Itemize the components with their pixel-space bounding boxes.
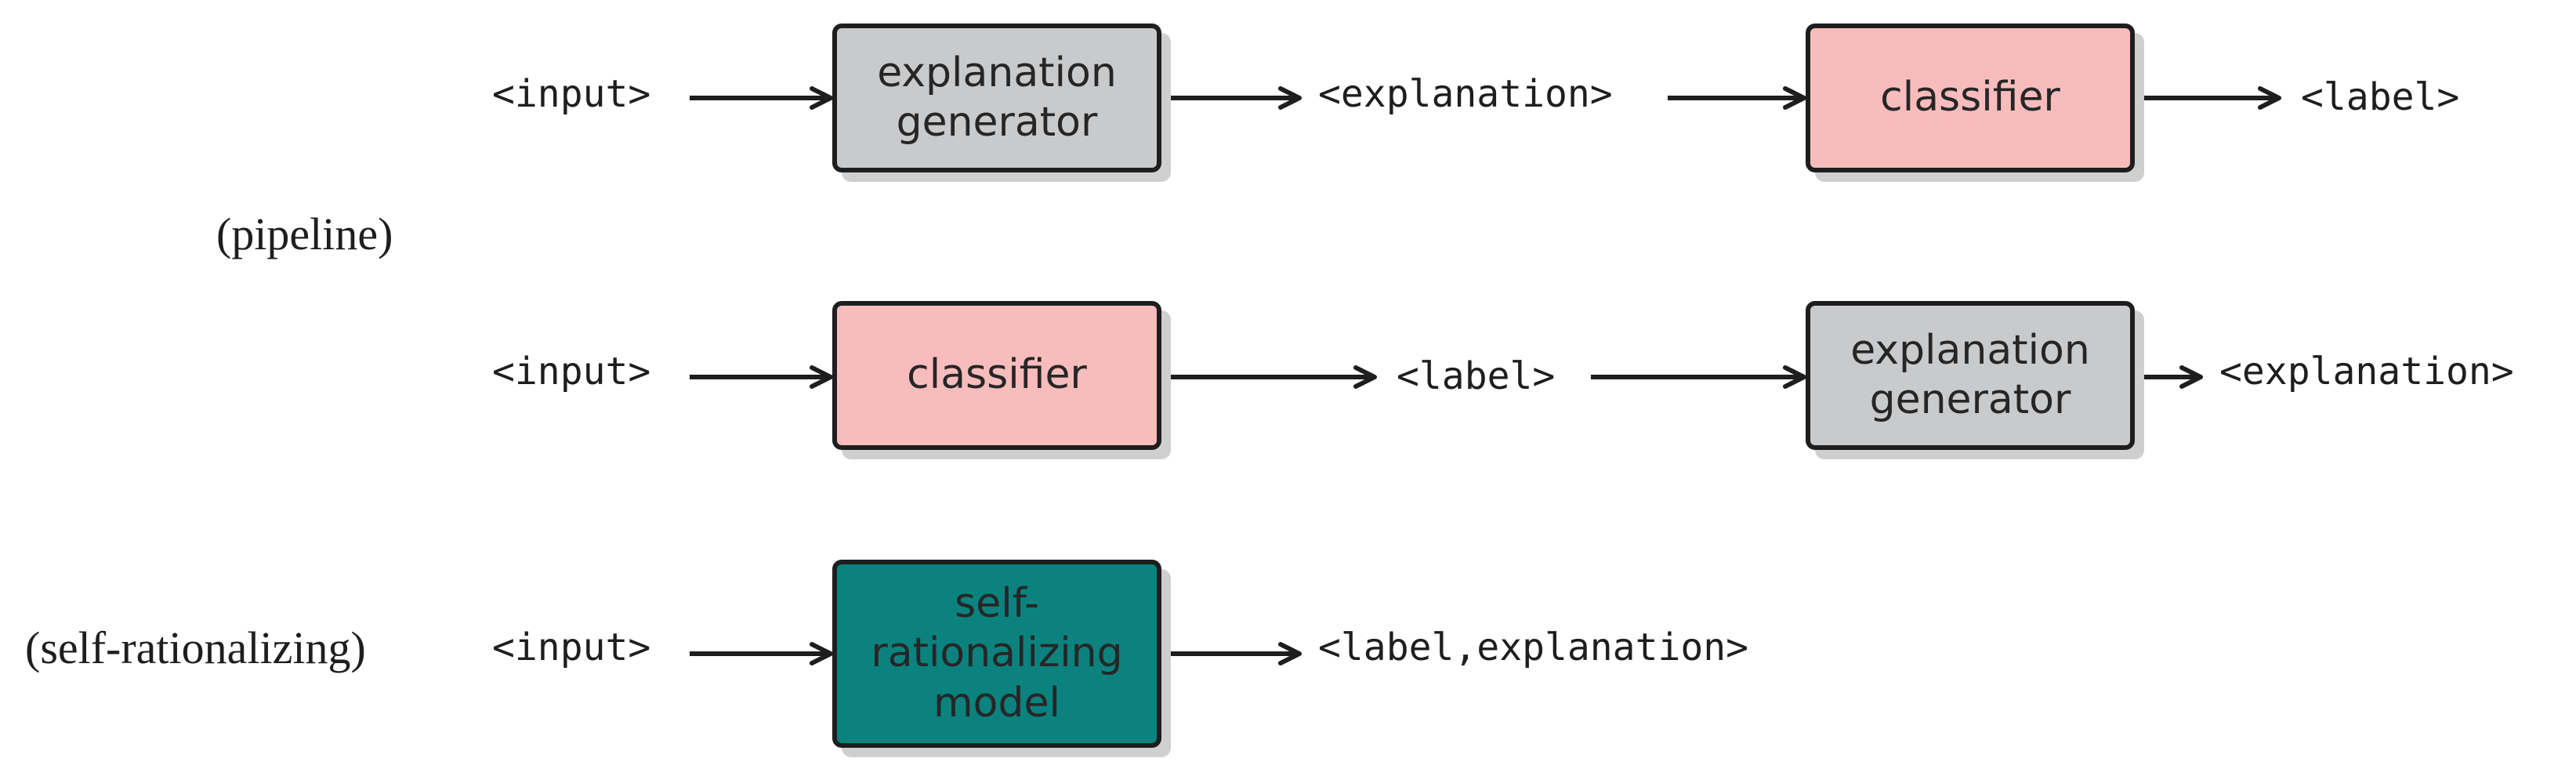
row2-explanation-token: <explanation> xyxy=(2219,350,2514,393)
row1-label-token: <label> xyxy=(2301,75,2460,119)
row1-input-token: <input> xyxy=(492,72,651,116)
row3-self-rationalizing-model-box: self- rationalizing model xyxy=(832,560,1161,748)
row3-input-token: <input> xyxy=(492,626,651,669)
row1-explanation-token: <explanation> xyxy=(1318,72,1613,116)
row2-label-token: <label> xyxy=(1397,354,1556,398)
row3-self-rationalizing-model-label: self- rationalizing model xyxy=(871,579,1123,727)
row1-classifier-label: classifier xyxy=(1880,74,2060,121)
row2-classifier-label: classifier xyxy=(907,351,1087,399)
row2-input-token: <input> xyxy=(492,350,651,393)
row2-classifier-box: classifier xyxy=(832,301,1161,450)
row1-classifier-box: classifier xyxy=(1806,24,2135,172)
row2-explanation-generator-box: explanation generator xyxy=(1806,301,2135,450)
row2-explanation-generator-label: explanation generator xyxy=(1850,326,2090,423)
row-label-self-rationalizing: (self-rationalizing) xyxy=(25,622,366,673)
row3-label-explanation-token: <label,explanation> xyxy=(1318,626,1749,669)
row1-explanation-generator-label: explanation generator xyxy=(877,49,1117,146)
row1-explanation-generator-box: explanation generator xyxy=(832,24,1161,172)
row-label-pipeline: (pipeline) xyxy=(216,209,393,259)
